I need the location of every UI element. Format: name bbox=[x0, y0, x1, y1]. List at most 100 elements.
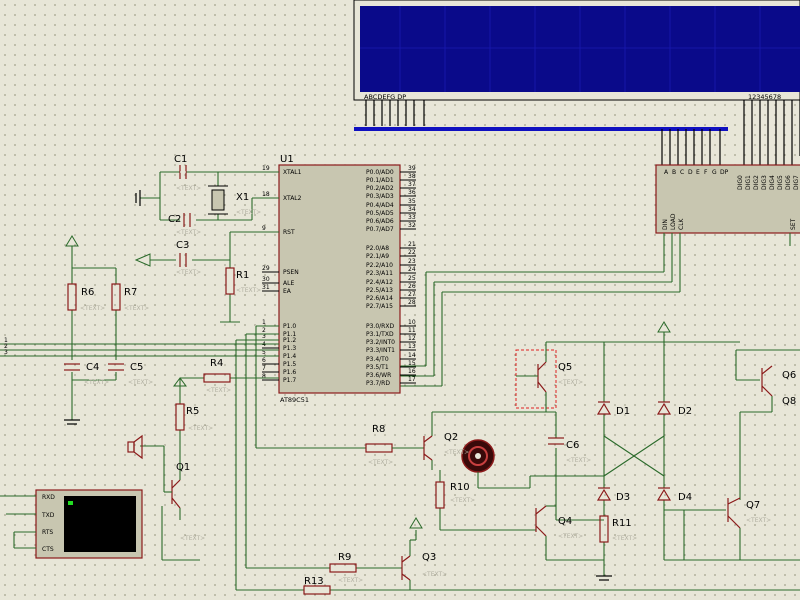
transistor-q5[interactable] bbox=[537, 361, 547, 393]
resistor-r13[interactable] bbox=[303, 585, 331, 595]
mcu-right-pin-name: P2.2/A10 bbox=[366, 262, 393, 269]
q1-label: Q1 bbox=[176, 462, 190, 473]
p1-wires bbox=[179, 325, 366, 591]
driver-pin-dig1: DIG1 bbox=[745, 175, 752, 190]
mcu-left-pin-name: P1.6 bbox=[283, 369, 296, 376]
r6-label: R6 bbox=[81, 287, 94, 298]
transistor-q1[interactable] bbox=[171, 479, 181, 509]
c3-label: C3 bbox=[176, 240, 189, 251]
lcd-display[interactable]: ABCDEFG DP 12345678 bbox=[353, 0, 800, 101]
q5-selection[interactable] bbox=[515, 349, 557, 409]
capacitor-c3[interactable] bbox=[179, 253, 187, 267]
driver-pin-dig7: DIG7 bbox=[793, 175, 800, 190]
diode-d3[interactable] bbox=[596, 487, 612, 501]
crystal-x1[interactable] bbox=[208, 185, 228, 215]
terminal-wires bbox=[0, 495, 36, 549]
driver-pin-d: D bbox=[688, 169, 693, 176]
mcu-right-pin-name: P0.6/AD6 bbox=[366, 218, 394, 225]
diode-d4[interactable] bbox=[656, 487, 672, 501]
mcu-right-pin-num: 11 bbox=[408, 327, 416, 334]
transistor-q2[interactable] bbox=[423, 435, 433, 461]
capacitor-c2[interactable] bbox=[183, 213, 191, 227]
mcu-right-pin-num: 38 bbox=[408, 173, 416, 180]
placeholder-r11: <TEXT> bbox=[612, 535, 637, 542]
placeholder-c6: <TEXT> bbox=[566, 457, 591, 464]
driver-pin-load: LOAD bbox=[670, 213, 677, 230]
c5-label: C5 bbox=[130, 362, 143, 373]
mcu-ref: U1 bbox=[280, 154, 294, 165]
mcu-right-pin-num: 39 bbox=[408, 165, 416, 172]
mcu-left-pin-num: 1 bbox=[262, 319, 266, 326]
q5-label: Q5 bbox=[558, 362, 572, 373]
transistor-q4[interactable] bbox=[535, 505, 547, 537]
virtual-terminal[interactable]: RXD TXD RTS CTS bbox=[35, 489, 143, 559]
driver-pin-dig2: DIG2 bbox=[753, 175, 760, 190]
mcu-right-pin-num: 33 bbox=[408, 214, 416, 221]
d1-label: D1 bbox=[616, 406, 630, 417]
transistor-q7[interactable] bbox=[727, 497, 741, 529]
driver-ic[interactable]: A B C D E F G DP DIG0 DIG1 DIG2 DIG3 DIG… bbox=[655, 164, 800, 234]
diode-d2[interactable] bbox=[656, 401, 672, 415]
driver-pin-clk: CLK bbox=[678, 217, 685, 230]
mcu-left-pin-num: 7 bbox=[262, 365, 266, 372]
mcu-left-pin-name: P1.4 bbox=[283, 353, 296, 360]
q2-label: Q2 bbox=[444, 432, 458, 443]
placeholder-c2: <TEXT> bbox=[176, 229, 201, 236]
capacitor-c6[interactable] bbox=[548, 437, 564, 445]
transistor-q3[interactable] bbox=[401, 555, 411, 581]
driver-pin-dig5: DIG5 bbox=[777, 175, 784, 190]
mcu-right-pin-num: 16 bbox=[408, 368, 416, 375]
placeholder-r10: <TEXT> bbox=[450, 497, 475, 504]
transistor-q6[interactable] bbox=[761, 365, 773, 397]
resistor-r9[interactable] bbox=[329, 563, 357, 573]
q7-label: Q7 bbox=[746, 500, 760, 511]
capacitor-c5[interactable] bbox=[108, 363, 124, 371]
resistor-r4[interactable] bbox=[203, 373, 231, 383]
mcu-left-pin-num: 19 bbox=[262, 165, 270, 172]
mcu-left-pin-name: P1.1 bbox=[283, 331, 296, 338]
capacitor-c4[interactable] bbox=[64, 363, 80, 371]
r5-label: R5 bbox=[186, 406, 199, 417]
placeholder-c1: <TEXT> bbox=[176, 185, 201, 192]
mcu-right-pin-name: P0.7/AD7 bbox=[366, 226, 394, 233]
resistor-r7[interactable] bbox=[111, 283, 121, 311]
driver-pin-dig3: DIG3 bbox=[761, 175, 768, 190]
motor-wires bbox=[477, 472, 604, 489]
resistor-r8[interactable] bbox=[365, 443, 393, 453]
mcu-right-pin-name: P2.1/A9 bbox=[366, 253, 389, 260]
mcu-right-pin-num: 12 bbox=[408, 335, 416, 342]
speaker-icon[interactable] bbox=[127, 434, 143, 460]
c1-label: C1 bbox=[174, 154, 187, 165]
q5-wires bbox=[516, 341, 740, 520]
lcd-digit-pins bbox=[743, 100, 800, 156]
capacitor-c1[interactable] bbox=[179, 165, 187, 179]
power-arrow-c3 bbox=[134, 253, 151, 267]
resistor-r11[interactable] bbox=[599, 515, 609, 543]
r9-label: R9 bbox=[338, 552, 351, 563]
mcu-left-pin-name: RST bbox=[283, 229, 295, 236]
mcu-u1[interactable]: U1 AT89C51 bbox=[278, 154, 401, 404]
placeholder-r4: <TEXT> bbox=[206, 387, 231, 394]
resistor-r10[interactable] bbox=[435, 481, 445, 509]
vcc-arrow-q3 bbox=[409, 517, 423, 529]
mcu-left-pin-name: P1.3 bbox=[283, 345, 296, 352]
diode-d1[interactable] bbox=[596, 401, 612, 415]
resistor-r1[interactable] bbox=[225, 267, 235, 295]
motor-icon[interactable] bbox=[461, 439, 495, 473]
mcu-right-pin-name: P2.4/A12 bbox=[366, 279, 393, 286]
driver-pin-dig4: DIG4 bbox=[769, 175, 776, 190]
driver-pin-f: F bbox=[704, 169, 708, 176]
driver-bus-drops bbox=[661, 118, 793, 165]
x1-label: X1 bbox=[236, 192, 249, 203]
mcu-right-pin-name: P3.6/WR bbox=[366, 372, 391, 379]
mcu-right-pin-name: P2.3/A11 bbox=[366, 270, 393, 277]
d2-label: D2 bbox=[678, 406, 692, 417]
mcu-left-pin-num: 6 bbox=[262, 357, 266, 364]
mcu-left-pin-num: 9 bbox=[262, 225, 266, 232]
vcc-arrow-r6 bbox=[65, 235, 79, 247]
mcu-right-pin-num: 22 bbox=[408, 249, 416, 256]
resistor-r5[interactable] bbox=[175, 403, 185, 431]
mcu-left-pin-name: P1.2 bbox=[283, 337, 296, 344]
resistor-r6[interactable] bbox=[67, 283, 77, 311]
